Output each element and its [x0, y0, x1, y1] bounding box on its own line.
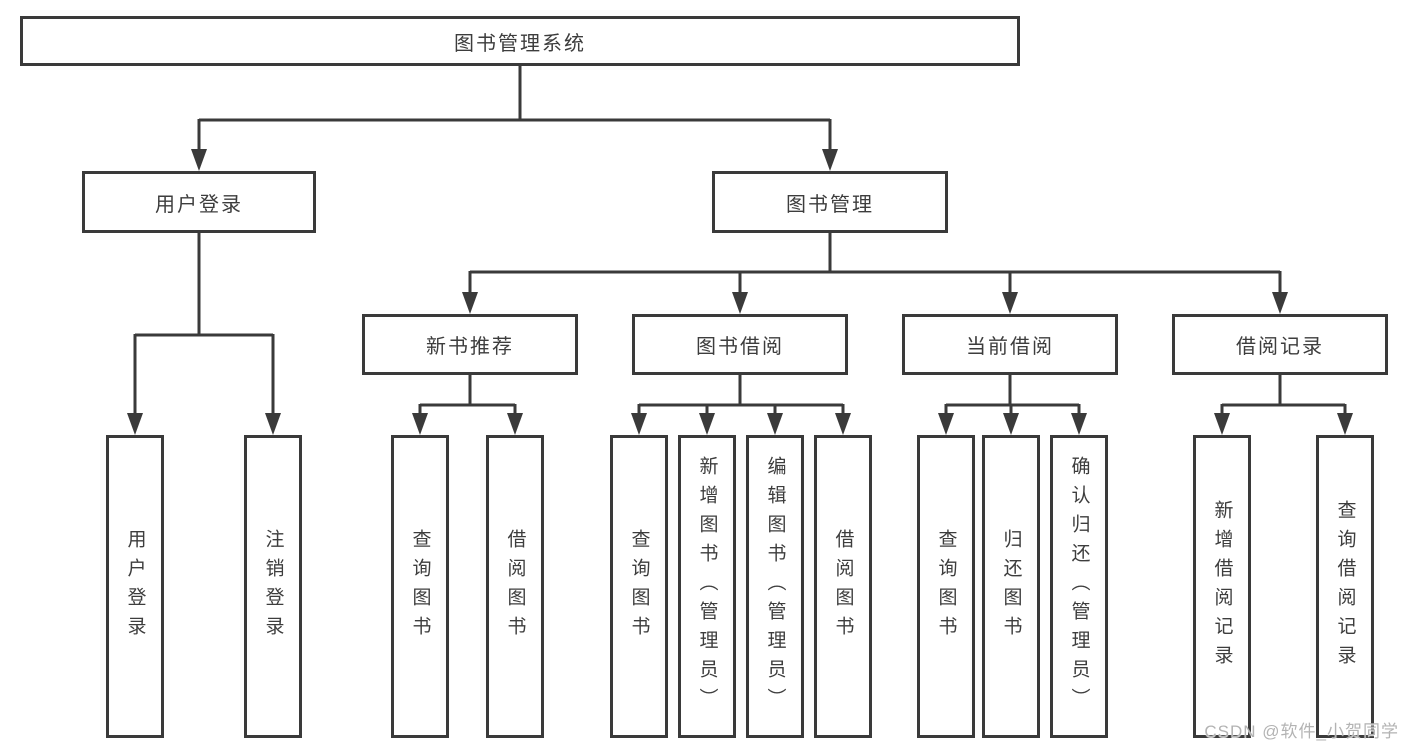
node-label: 图书管理: [786, 193, 874, 216]
node-new-book-recommend: 新书推荐: [362, 314, 578, 375]
leaf-query-books-recommend: 查询图书: [391, 435, 449, 738]
node-label: 图书借阅: [696, 336, 784, 358]
leaf-return-book: 归还图书: [982, 435, 1040, 738]
node-label: 当前借阅: [966, 336, 1054, 358]
arrowhead: [507, 413, 523, 435]
arrowhead: [191, 149, 207, 171]
leaf-user-login: 用户登录: [106, 435, 164, 738]
node-label: 图书管理系统: [454, 32, 586, 55]
node-label: 查询图书: [628, 528, 650, 645]
arrowhead: [412, 413, 428, 435]
arrowhead: [127, 413, 143, 435]
connector-borrow-records: [1214, 375, 1353, 435]
connector-current-borrow: [938, 375, 1087, 435]
connector-book-borrow: [631, 375, 851, 435]
connector-user-login: [127, 233, 281, 435]
node-book-borrow: 图书借阅: [632, 314, 848, 375]
node-label: 新增借阅记录: [1211, 499, 1233, 674]
node-label: 借阅记录: [1236, 336, 1324, 358]
arrowhead: [699, 413, 715, 435]
arrowhead: [1272, 292, 1288, 314]
node-label: 查询图书: [935, 528, 957, 645]
node-library-system: 图书管理系统: [20, 16, 1020, 66]
arrowhead: [265, 413, 281, 435]
node-label: 编辑图书（管理员）: [764, 456, 786, 717]
leaf-add-borrow-record: 新增借阅记录: [1193, 435, 1251, 738]
connector-new-book: [412, 375, 523, 435]
node-label: 用户登录: [155, 193, 243, 216]
arrowhead: [835, 413, 851, 435]
leaf-query-borrow-record: 查询借阅记录: [1316, 435, 1374, 738]
node-label: 查询图书: [409, 528, 431, 645]
node-user-login: 用户登录: [82, 171, 316, 233]
arrowhead: [767, 413, 783, 435]
arrowhead: [732, 292, 748, 314]
leaf-add-book-admin: 新增图书（管理员）: [678, 435, 736, 738]
arrowhead: [1071, 413, 1087, 435]
leaf-borrow-books: 借阅图书: [814, 435, 872, 738]
leaf-logout: 注销登录: [244, 435, 302, 738]
arrowhead: [462, 292, 478, 314]
leaf-borrow-books-recommend: 借阅图书: [486, 435, 544, 738]
node-label: 新书推荐: [426, 336, 514, 358]
node-current-borrow: 当前借阅: [902, 314, 1118, 375]
node-label: 用户登录: [124, 528, 146, 645]
leaf-query-books-borrow: 查询图书: [610, 435, 668, 738]
leaf-query-books-current: 查询图书: [917, 435, 975, 738]
connector-root: [191, 66, 838, 171]
node-label: 借阅图书: [832, 528, 854, 645]
arrowhead: [938, 413, 954, 435]
watermark: CSDN @软件_小贺同学: [1204, 722, 1399, 741]
arrowhead: [1003, 413, 1019, 435]
node-label: 借阅图书: [504, 528, 526, 645]
arrowhead: [1337, 413, 1353, 435]
node-label: 查询借阅记录: [1334, 499, 1356, 674]
node-label: 确认归还（管理员）: [1068, 456, 1090, 717]
node-label: 新增图书（管理员）: [696, 456, 718, 717]
connector-book-management: [462, 233, 1288, 314]
leaf-edit-book-admin: 编辑图书（管理员）: [746, 435, 804, 738]
leaf-confirm-return-admin: 确认归还（管理员）: [1050, 435, 1108, 738]
node-book-management: 图书管理: [712, 171, 948, 233]
arrowhead: [1214, 413, 1230, 435]
arrowhead: [1002, 292, 1018, 314]
arrowhead: [631, 413, 647, 435]
node-label: 注销登录: [262, 528, 284, 645]
node-borrow-records: 借阅记录: [1172, 314, 1388, 375]
node-label: 归还图书: [1000, 528, 1022, 645]
arrowhead: [822, 149, 838, 171]
